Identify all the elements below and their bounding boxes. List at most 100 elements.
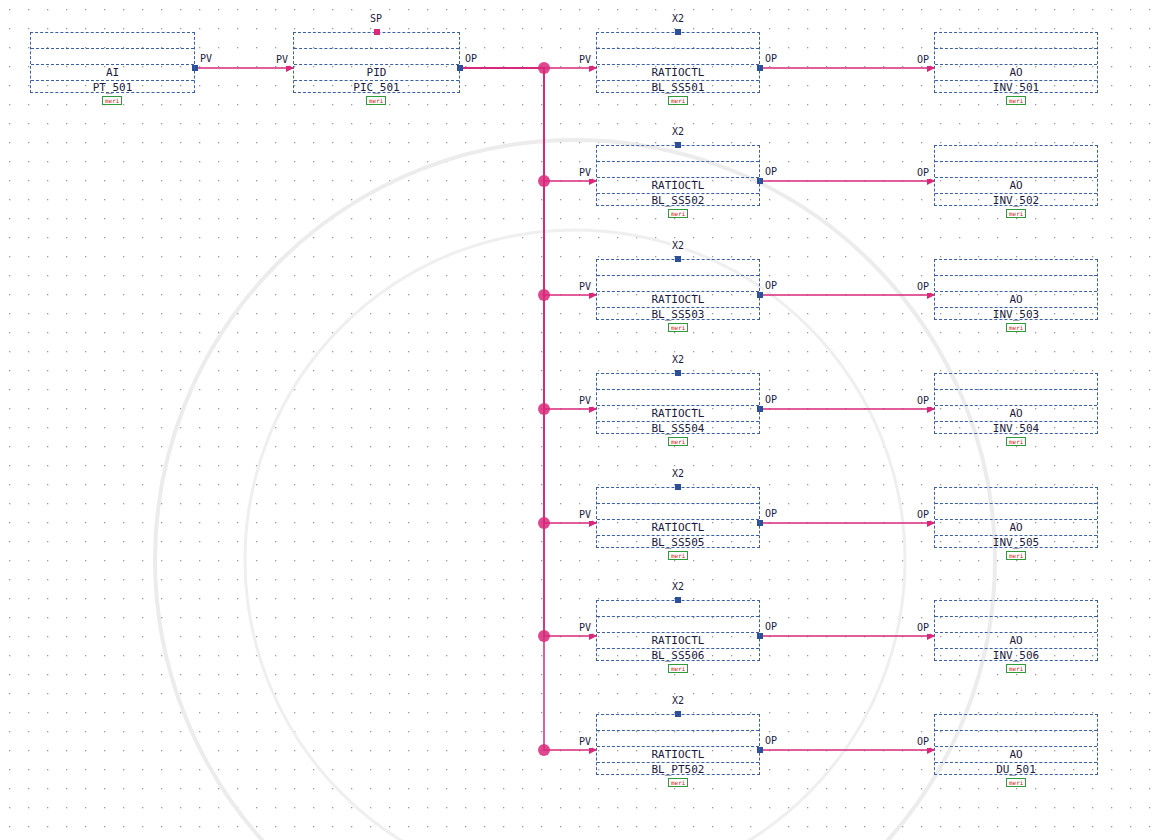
- pin-name: PV: [578, 281, 592, 293]
- block-tag: BL_SS501: [597, 81, 759, 94]
- block-type: AO: [935, 179, 1097, 192]
- pin-name: PV: [578, 736, 592, 748]
- pin-name: PV: [578, 622, 592, 634]
- status-tag: meri: [1006, 209, 1026, 218]
- function-block: PIDPIC_501: [293, 32, 460, 93]
- status-tag: meri: [668, 778, 688, 787]
- pin-name: X2: [671, 468, 685, 480]
- function-block: AOINV_504: [934, 373, 1098, 434]
- pin-marker: [675, 29, 681, 35]
- pin-name: X2: [671, 240, 685, 252]
- signal-wire: [457, 65, 596, 187]
- function-block: RATIOCTLBL_SS506: [596, 600, 760, 661]
- pin-marker: [675, 711, 681, 717]
- pin-name: PV: [199, 53, 213, 65]
- status-tag: meri: [668, 551, 688, 560]
- block-divider: [935, 746, 1097, 747]
- signal-wire: [757, 292, 934, 298]
- block-tag: INV_501: [935, 81, 1097, 94]
- signal-wire: [757, 520, 934, 526]
- pin-name: OP: [764, 280, 778, 292]
- function-block: AOINV_506: [934, 600, 1098, 661]
- signal-wire: [457, 65, 596, 301]
- pin-marker: [675, 597, 681, 603]
- block-tag: BL_PT502: [597, 763, 759, 776]
- block-type: AO: [935, 748, 1097, 761]
- block-type: AO: [935, 407, 1097, 420]
- pin-name: OP: [764, 53, 778, 65]
- block-tag: DU_501: [935, 763, 1097, 776]
- block-type: RATIOCTL: [597, 293, 759, 306]
- signal-wire: [757, 633, 934, 639]
- signal-wire: [757, 406, 934, 412]
- block-divider: [597, 291, 759, 292]
- block-divider: [597, 616, 759, 617]
- pin-name: OP: [916, 395, 930, 407]
- pin-name: PV: [578, 54, 592, 66]
- block-divider: [935, 193, 1097, 194]
- block-divider: [935, 648, 1097, 649]
- signal-wire: [757, 178, 934, 184]
- signal-wire: [757, 65, 934, 71]
- block-type: RATIOCTL: [597, 634, 759, 647]
- pin-marker: [675, 484, 681, 490]
- status-tag: meri: [668, 209, 688, 218]
- pin-name: SP: [369, 13, 383, 25]
- signal-wire: [457, 65, 596, 756]
- block-divider: [935, 405, 1097, 406]
- block-divider: [597, 307, 759, 308]
- block-divider: [597, 389, 759, 390]
- block-divider: [597, 193, 759, 194]
- block-tag: INV_506: [935, 649, 1097, 662]
- block-divider: [597, 632, 759, 633]
- block-divider: [294, 64, 459, 65]
- block-divider: [935, 519, 1097, 520]
- pin-marker: [675, 256, 681, 262]
- function-block: AIPT_501: [30, 32, 195, 93]
- pin-name: PV: [578, 509, 592, 521]
- block-divider: [935, 535, 1097, 536]
- block-type: RATIOCTL: [597, 179, 759, 192]
- block-tag: BL_SS502: [597, 194, 759, 207]
- pin-name: OP: [916, 736, 930, 748]
- status-tag: meri: [668, 437, 688, 446]
- function-block: AOINV_502: [934, 145, 1098, 206]
- block-divider: [31, 48, 194, 49]
- block-type: RATIOCTL: [597, 521, 759, 534]
- block-type: RATIOCTL: [597, 407, 759, 420]
- block-divider: [935, 421, 1097, 422]
- block-divider: [935, 307, 1097, 308]
- block-divider: [597, 535, 759, 536]
- block-tag: INV_505: [935, 536, 1097, 549]
- block-divider: [935, 503, 1097, 504]
- block-divider: [597, 648, 759, 649]
- block-type: AO: [935, 521, 1097, 534]
- pin-name: OP: [764, 735, 778, 747]
- status-tag: meri: [1006, 437, 1026, 446]
- block-tag: PT_501: [31, 81, 194, 94]
- status-tag: meri: [366, 96, 386, 105]
- signal-wire: [757, 747, 934, 753]
- status-tag: meri: [1006, 778, 1026, 787]
- block-divider: [935, 161, 1097, 162]
- pin-name: OP: [764, 166, 778, 178]
- pin-name: X2: [671, 695, 685, 707]
- block-divider: [597, 421, 759, 422]
- pin-name: OP: [916, 167, 930, 179]
- function-block: RATIOCTLBL_SS501: [596, 32, 760, 93]
- block-divider: [597, 177, 759, 178]
- status-tag: meri: [1006, 323, 1026, 332]
- status-tag: meri: [1006, 551, 1026, 560]
- block-divider: [597, 730, 759, 731]
- block-divider: [31, 64, 194, 65]
- block-tag: INV_503: [935, 308, 1097, 321]
- block-divider: [597, 405, 759, 406]
- pin-name: OP: [916, 622, 930, 634]
- block-divider: [935, 48, 1097, 49]
- pin-name: X2: [671, 13, 685, 25]
- block-type: AO: [935, 293, 1097, 306]
- pin-name: PV: [578, 395, 592, 407]
- block-type: AO: [935, 66, 1097, 79]
- signal-wire: [457, 65, 596, 415]
- status-tag: meri: [1006, 96, 1026, 105]
